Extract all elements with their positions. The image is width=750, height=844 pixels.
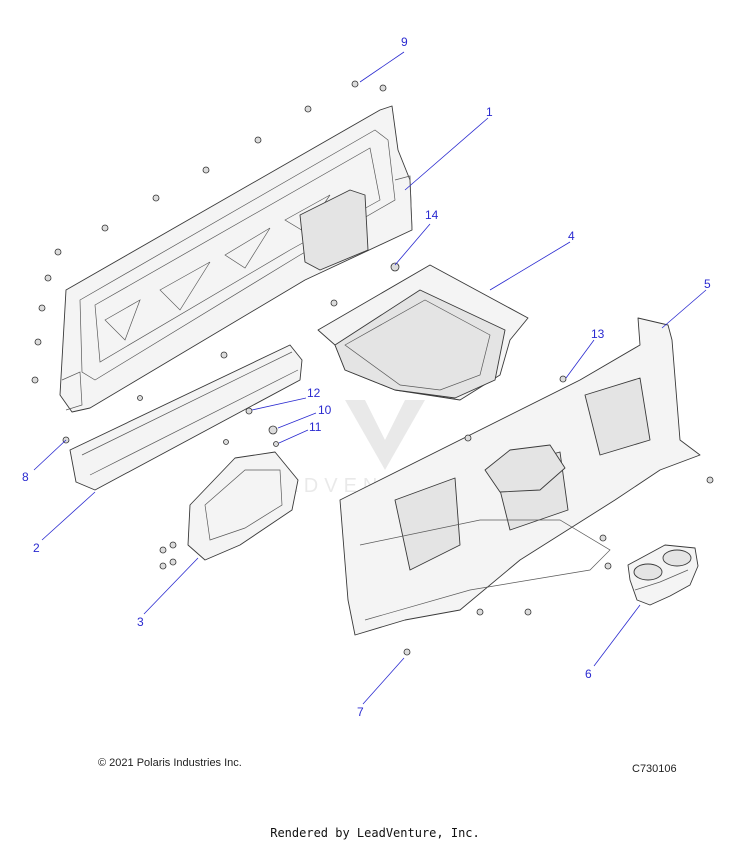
callout-13: 13 (591, 327, 605, 341)
callout-10: 10 (318, 403, 332, 417)
callout-4: 4 (568, 229, 575, 243)
rear-panel-part (59, 105, 413, 413)
lower-bracket-part (62, 344, 303, 491)
liner-part (339, 317, 714, 656)
cover-part (159, 451, 299, 570)
callout-8: 8 (22, 470, 29, 484)
rendered-by-text: Rendered by LeadVenture, Inc. (270, 826, 480, 840)
small-fasteners (245, 375, 567, 447)
leader-lines (33, 51, 707, 705)
callout-2: 2 (33, 541, 40, 555)
callout-6: 6 (585, 667, 592, 681)
copyright-text: © 2021 Polaris Industries Inc. (98, 757, 242, 769)
callout-7: 7 (357, 705, 364, 719)
callout-3: 3 (137, 615, 144, 629)
callout-5: 5 (704, 277, 711, 291)
cup-holder-part (627, 544, 699, 606)
callout-14: 14 (425, 208, 439, 222)
callout-11: 11 (309, 420, 322, 434)
callout-labels: 1 2 3 4 5 6 7 8 9 10 11 12 13 14 (22, 35, 711, 719)
storage-bin-part (317, 264, 529, 401)
callout-1: 1 (486, 105, 493, 119)
panel-fasteners (31, 80, 400, 384)
callout-12: 12 (307, 386, 321, 400)
diagram-code: C730106 (632, 763, 677, 775)
callout-9: 9 (401, 35, 408, 49)
